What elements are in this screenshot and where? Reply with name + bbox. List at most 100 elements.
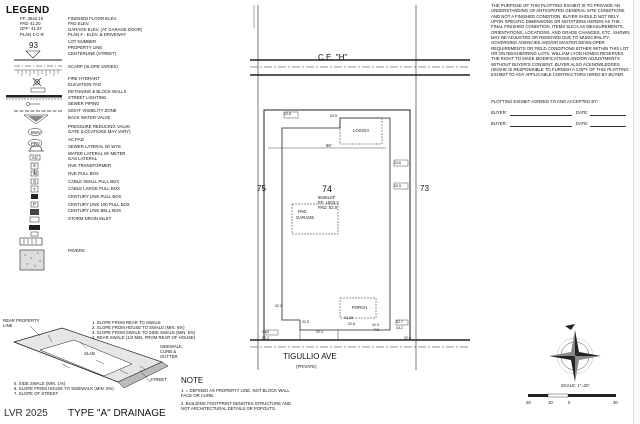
dim-right: 73 — [420, 184, 429, 193]
cable-small-box-icon — [30, 201, 39, 208]
sample-pad: PAD 41.20 — [20, 21, 41, 27]
legend-item: CENTERLINE (STREET) — [68, 51, 117, 56]
date-label: DATE: — [576, 121, 589, 126]
legend-item: PAVERS — [68, 248, 85, 253]
date-line[interactable] — [590, 126, 626, 127]
gas-lateral-icon — [30, 178, 39, 185]
retaining-wall-icon — [6, 95, 62, 100]
drainage-note: 4. REAR SWALE (1/2 MIN. FROM REAR OF HOU… — [92, 335, 196, 340]
ce-label: C.E. "H" — [318, 53, 348, 62]
elevation-tag: 02.2 — [275, 304, 282, 308]
buyer-label: BUYER: — [491, 121, 507, 126]
legend-item: CABLE SMALL PULL BOX — [68, 179, 120, 184]
garage-label: GARAGE — [296, 215, 315, 220]
porch-label: PORCH — [352, 305, 368, 310]
drainage-side-note: 7. SLOPE OF STREET — [14, 391, 59, 396]
sample-gff: GFF: 41.57 — [20, 26, 42, 32]
gate-icon — [28, 144, 44, 152]
scale-bar — [528, 393, 616, 398]
legend-item: RETAINING & BLOCK WALLS — [68, 89, 127, 94]
dim-top: 56' — [326, 143, 332, 148]
scale-label: SCALE: 1"=20' — [561, 383, 590, 388]
scarp-icon — [14, 69, 62, 76]
scale-tick: 0 — [568, 400, 571, 405]
drainage-title: TYPE "A" DRAINAGE — [68, 408, 166, 419]
lot-area: 5040±SF — [318, 195, 336, 200]
street-name: TIGULLIO AVE — [283, 352, 337, 361]
lot-sub-info: 5040±SF FF: 1503.2 PAD: 02.0 — [318, 195, 339, 210]
elevation-tag: 02.5 — [330, 114, 337, 118]
elevation-tag: 03.6 — [394, 161, 401, 165]
elevation-tag: 03.2 — [396, 326, 403, 330]
legend-item: NVE PULL BOX — [68, 171, 99, 176]
legend-sample-block: FF: 2642.10 PAD 41.20 GFF: 41.57 PLAN 1-… — [20, 16, 64, 37]
scale-tick: 10 — [548, 400, 553, 405]
scale-tick: 20 — [613, 400, 618, 405]
street-light-icon — [26, 102, 40, 106]
legend-item: SEWER PIPING — [68, 101, 100, 106]
drainage-side-notes: 5. SIDE SWALE (MIN. 1%) 6. SLOPE FROM HO… — [14, 381, 154, 396]
elevation-tag: 02.8 — [348, 322, 355, 326]
back-water-valve-icon — [27, 128, 43, 136]
legend-item: PROPERTY LINE — [68, 45, 103, 50]
drainage-notes: 1. SLOPE FROM REAR TO SWALE 2. SLOPE FRO… — [92, 320, 242, 340]
symbol-prv: PRV — [31, 141, 40, 146]
drainage-sidewalk: SIDEWALK, CURB & GUTTER — [160, 344, 184, 359]
elevation-tag: 03.28 — [344, 316, 353, 320]
buyer-signature-line[interactable] — [510, 115, 572, 116]
legend-title: LEGEND — [6, 5, 50, 16]
legend-item: SCARP (SLOPE VARIES) — [68, 64, 118, 69]
street-sub: (PRIVATE) — [296, 364, 317, 369]
legend-item: WATER LATERAL W/ METER — [68, 151, 126, 156]
north-arrow-icon — [549, 324, 601, 382]
note-item: 1. = DEFINED AS PROPERTY LINE, NOT BLOCK… — [181, 388, 290, 398]
symbol-p: P — [33, 202, 36, 207]
date-label: DATE: — [576, 110, 589, 115]
lot-number: 74 — [322, 184, 333, 194]
symbol-g: G — [33, 179, 37, 184]
legend-item: LOT NUMBER — [68, 39, 97, 44]
legend-item: STREET LIGHTING — [68, 95, 107, 100]
legend-item: NVE TRANSFORMER — [68, 163, 112, 168]
sample-ff: FF: 2642.10 — [20, 16, 44, 21]
elevation-tag: FG — [374, 328, 379, 332]
transformer-icon — [30, 185, 39, 193]
disclaimer-text: THE PURPOSE OF THIS PLOTTING EXHIBIT IS … — [491, 3, 630, 78]
loggia-label: LOGGIA — [353, 128, 370, 133]
legend-item: CENTURY LINK 100 PULL BOX — [68, 202, 130, 207]
legend-lot-number: 93 — [29, 41, 38, 50]
elevation-tag: 02.7 — [396, 320, 403, 324]
buyer-signature-line[interactable] — [510, 126, 572, 127]
drainage-street: STREET — [150, 377, 167, 382]
drainage-rear-label: REAR PROPERTY LINE — [3, 318, 40, 328]
elevation-tag: 03.5 — [262, 330, 269, 334]
sewer-lateral-icon — [30, 162, 39, 174]
drainage-note: 1. SLOPE FROM REAR TO SWALE — [92, 320, 161, 325]
drainage-diagram — [12, 325, 169, 389]
pressure-reducing-valve-icon — [27, 139, 43, 147]
elevation-tag: 02.6 — [284, 112, 291, 116]
compass — [549, 324, 601, 382]
drainage-note: 3. SLOPE FROM SWALE TO SIDE SWALE (MIN. … — [92, 330, 196, 335]
legend-item: SIGHT VISIBILITY ZONE — [68, 108, 117, 113]
legend-item: CABLE LARGE PULL BOX — [68, 186, 120, 191]
date-line[interactable] — [590, 115, 626, 116]
legend-item: FINISHED FLOOR ELEV. — [68, 16, 118, 21]
water-lateral-icon — [30, 170, 39, 177]
legend-item: CENTURY LINK PULL BOX — [68, 194, 122, 199]
site-plan — [250, 5, 470, 370]
sight-visibility-icon — [23, 114, 49, 125]
symbol-ac: AC — [32, 155, 38, 160]
drainage-side-note: 6. SLOPE FROM HOUSE TO SIDEWALK (MIN. 5%… — [14, 386, 114, 391]
legend-item: PAD ELEV. — [68, 21, 90, 26]
elevation-tag-icon — [30, 87, 46, 93]
ac-pad-icon — [29, 154, 41, 161]
pad-label: PAD — [298, 209, 307, 214]
legend-item: FIRE HYDRANT — [68, 76, 100, 81]
legend-item: GAS LATERAL — [68, 156, 98, 161]
drawing-code: LVR 2025 — [4, 408, 48, 419]
lot-marker-icon — [25, 50, 41, 59]
elevation-tag: 02.2 — [262, 336, 269, 340]
century-link-box-icon — [29, 216, 40, 223]
buyer-label: BUYER: — [491, 110, 507, 115]
